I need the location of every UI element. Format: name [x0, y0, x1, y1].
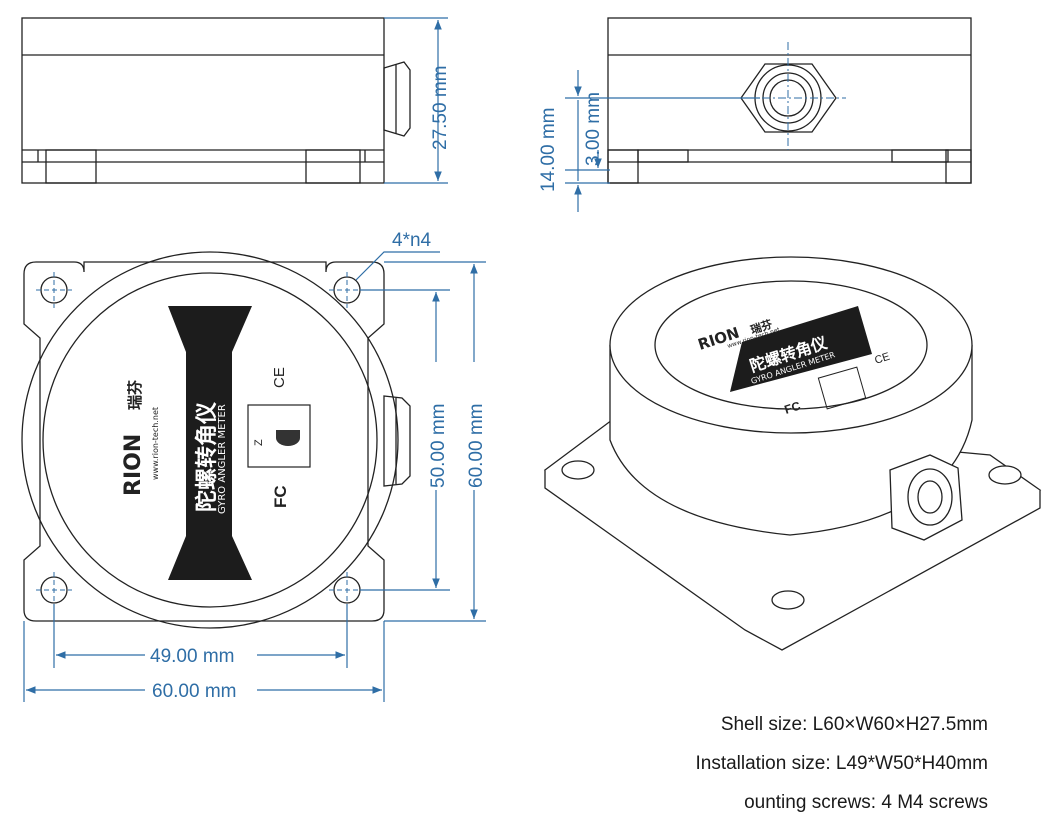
isometric-view	[543, 256, 1042, 651]
dim-gap-1	[425, 362, 449, 490]
website-text: www.rion-tech.net	[151, 407, 160, 480]
product-en-text: GYRO ANGLER METER	[217, 404, 228, 514]
hole-spacing-x-label: 49.00 mm	[150, 646, 234, 667]
cable-height-label: 3.00 mm	[583, 92, 604, 166]
installation-size-spec: Installation size: L49*W50*H40mm	[695, 753, 988, 774]
width-y-label: 60.00 mm	[466, 404, 487, 488]
ce-mark: CE	[271, 367, 288, 388]
side-view-left	[21, 17, 411, 184]
side-view-right	[607, 17, 972, 184]
iso-label	[730, 306, 872, 410]
brand-text: RION	[121, 434, 146, 496]
hole-spacing-y-label: 50.00 mm	[428, 404, 449, 488]
side-height-label: 27.50 mm	[430, 66, 451, 150]
top-label	[168, 306, 311, 580]
side-height-dimension	[384, 17, 448, 184]
dim-gap-3	[145, 643, 257, 667]
mounting-screws-spec: ounting screws: 4 M4 screws	[744, 792, 988, 813]
brand-cn-text: 瑞芬	[126, 379, 144, 410]
axis-mark: Z	[253, 439, 265, 446]
shell-size-spec: Shell size: L60×W60×H27.5mm	[720, 714, 988, 735]
hole-center-marks	[36, 272, 365, 608]
dim-gap-2	[463, 362, 487, 490]
width-x-label: 60.00 mm	[152, 681, 236, 702]
gland-center-lines	[730, 42, 846, 150]
top-view-dimensions	[23, 251, 486, 702]
dim-gap-4	[145, 678, 257, 702]
product-cn-text: 陀螺转角仪	[194, 401, 220, 512]
cable-dimension	[565, 70, 760, 212]
iso-brand-cn-text: 瑞芬	[749, 316, 775, 336]
iso-ce-mark: CE	[873, 351, 891, 367]
cable-offset-label: 14.00 mm	[538, 108, 559, 192]
iso-fc-mark: FC	[783, 398, 803, 416]
fc-mark: FC	[271, 485, 290, 508]
hole-spec-label: 4*n4	[392, 230, 432, 251]
